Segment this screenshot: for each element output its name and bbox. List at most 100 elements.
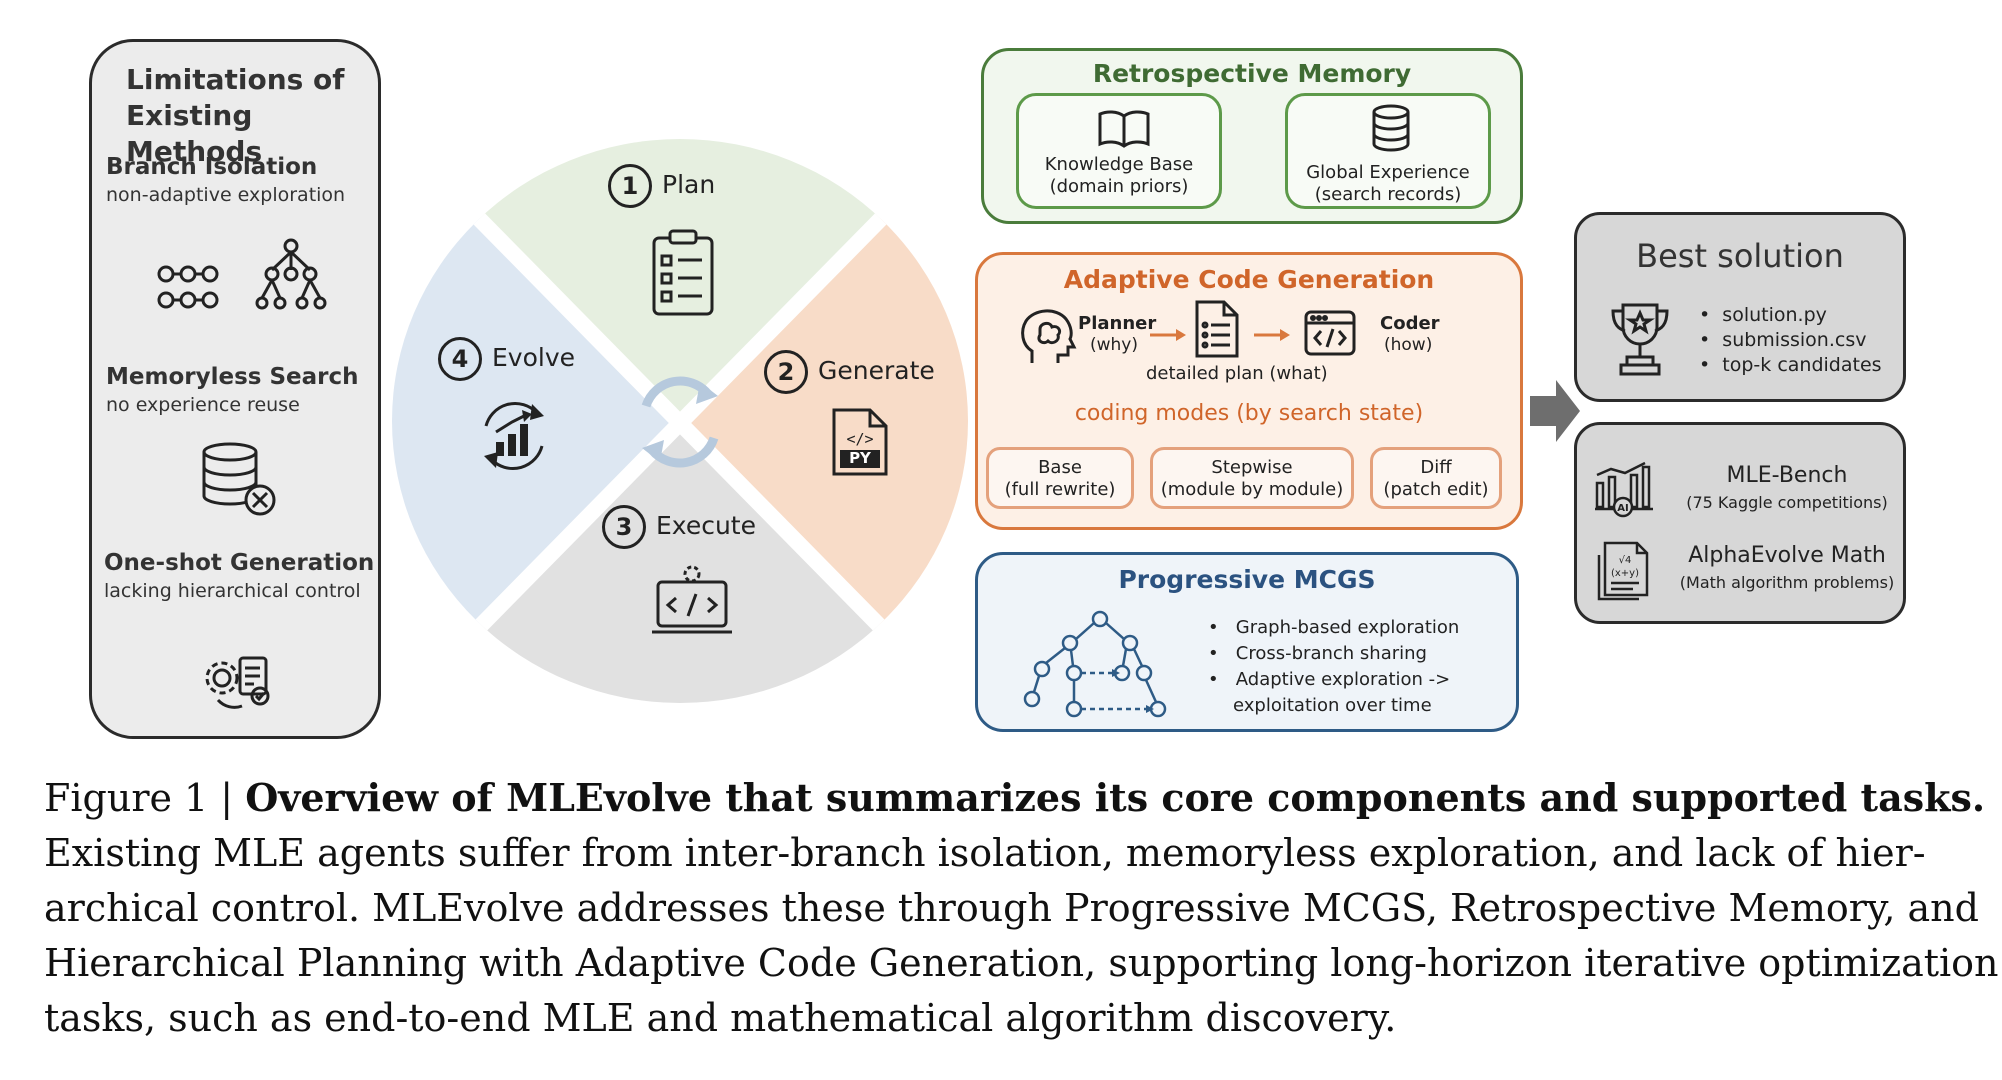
supported-tasks-box: AI MLE-Bench (75 Kaggle competitions) √4… xyxy=(1574,422,1906,624)
mode-diff-desc: (patch edit) xyxy=(1383,479,1489,500)
best-item-solution: • solution.py xyxy=(1699,304,1827,326)
mcgs-title: Progressive MCGS xyxy=(1118,565,1376,594)
mode-stepwise: Stepwise (module by module) xyxy=(1150,447,1354,509)
branch-isolation-sub: non-adaptive exploration xyxy=(106,184,346,206)
acg-title: Adaptive Code Generation xyxy=(1063,265,1435,294)
one-shot-generation-heading: One-shot Generation xyxy=(104,550,375,576)
mcgs-bullet: • Graph-based exploration xyxy=(1208,617,1460,638)
laptop-code-icon xyxy=(652,565,732,634)
limitations-panel: Limitations of Existing Methods Branch I… xyxy=(89,39,381,739)
search-graph-icon xyxy=(1023,610,1167,718)
progressive-mcgs-box: Progressive MCGS • Graph-based explorati… xyxy=(975,552,1519,732)
step-plan-number: 1 xyxy=(608,164,652,208)
step-evolve: 4 Evolve xyxy=(438,337,575,381)
mcgs-bullet: • Adaptive exploration -> xyxy=(1208,669,1451,690)
knowledge-base-label: Knowledge Base xyxy=(1044,154,1194,175)
planner-label: Planner xyxy=(1078,313,1157,334)
trophy-icon xyxy=(1611,303,1669,376)
global-experience-label: Global Experience xyxy=(1306,162,1470,183)
generate-quadrant xyxy=(680,139,968,703)
python-file-icon: </> PY xyxy=(830,406,890,476)
evolve-quadrant xyxy=(392,139,680,703)
py-badge: PY xyxy=(849,449,871,467)
math-glyph-bottom: (x+y) xyxy=(1611,568,1639,579)
step-evolve-label: Evolve xyxy=(492,343,576,372)
limitations-title: Limitations of Existing Methods xyxy=(126,62,378,170)
step-generate-number: 2 xyxy=(764,350,808,394)
linear-chains-icon xyxy=(157,265,219,309)
mode-diff-name: Diff xyxy=(1420,457,1452,478)
mcgs-bullet-cont: exploitation over time xyxy=(1233,695,1432,716)
mode-diff: Diff (patch edit) xyxy=(1370,447,1502,509)
caption-line-4: Hierarchical Planning with Adaptive Code… xyxy=(44,941,1999,985)
step-generate: 2 Generate xyxy=(764,350,935,394)
one-shot-generation-sub: lacking hierarchical control xyxy=(104,580,361,602)
mode-stepwise-desc: (module by module) xyxy=(1160,479,1344,500)
clipboard-checklist-icon xyxy=(652,229,714,316)
memoryless-search-sub: no experience reuse xyxy=(106,394,300,416)
database-blocked-icon xyxy=(202,442,276,516)
best-solution-title: Best solution xyxy=(1636,237,1844,275)
mode-base: Base (full rewrite) xyxy=(986,447,1134,509)
figure-caption: Figure 1 | Overview of MLEvolve that sum… xyxy=(44,770,1999,1046)
open-book-icon xyxy=(1098,110,1150,148)
caption-line-2: Existing MLE agents suffer from inter-br… xyxy=(44,831,1926,875)
step-execute-label: Execute xyxy=(656,511,756,540)
mode-stepwise-name: Stepwise xyxy=(1211,457,1293,478)
caption-line-5: tasks, such as end-to-end MLE and mathem… xyxy=(44,996,1397,1040)
adaptive-code-generation-box: Adaptive Code Generation Planner (why) C… xyxy=(975,252,1523,530)
gear-document-icon xyxy=(205,656,270,709)
execute-quadrant xyxy=(392,421,968,703)
arrow-right-icon xyxy=(1254,329,1290,341)
alphaevolve-math-sub: (Math algorithm problems) xyxy=(1679,573,1895,592)
limitations-title-line2: Existing Methods xyxy=(126,99,263,168)
caption-bold-title: Overview of MLEvolve that summarizes its… xyxy=(245,775,1986,820)
mle-bench-sub: (75 Kaggle competitions) xyxy=(1686,493,1888,512)
limitations-title-line1: Limitations of xyxy=(126,63,345,96)
step-execute: 3 Execute xyxy=(602,505,756,549)
step-generate-label: Generate xyxy=(818,356,935,385)
planner-sub: (why) xyxy=(1090,335,1139,355)
step-execute-number: 3 xyxy=(602,505,646,549)
mcgs-bullets: • Graph-based exploration • Cross-branch… xyxy=(1208,615,1459,719)
knowledge-base-sub: (domain priors) xyxy=(1049,176,1189,197)
code-window-icon xyxy=(1304,310,1356,356)
caption-line-1: Figure 1 | Overview of MLEvolve that sum… xyxy=(44,770,1985,826)
best-solution-list: • solution.py • submission.csv • top-k c… xyxy=(1699,303,1882,378)
brain-head-icon xyxy=(1021,309,1077,363)
global-experience-sub: (search records) xyxy=(1314,184,1462,205)
global-experience-card: Global Experience (search records) xyxy=(1285,93,1491,209)
arrow-to-results-icon xyxy=(1530,380,1580,442)
branch-isolation-heading: Branch Isolation xyxy=(106,154,318,180)
retrospective-memory-box: Retrospective Memory Knowledge Base (dom… xyxy=(981,48,1523,224)
coder-sub: (how) xyxy=(1384,335,1433,355)
step-evolve-number: 4 xyxy=(438,337,482,381)
plan-quadrant xyxy=(392,139,968,421)
ai-badge: AI xyxy=(1617,503,1628,514)
arrow-right-icon xyxy=(1150,329,1186,341)
step-plan-label: Plan xyxy=(662,170,716,199)
memoryless-search-heading: Memoryless Search xyxy=(106,364,359,390)
ai-benchmark-chart-icon: AI xyxy=(1595,461,1653,518)
step-plan: 1 Plan xyxy=(608,164,715,208)
mode-base-desc: (full rewrite) xyxy=(1004,479,1116,500)
mcgs-bullet: • Cross-branch sharing xyxy=(1208,643,1427,664)
retrospective-memory-title: Retrospective Memory xyxy=(1092,59,1412,88)
plan-caption: detailed plan (what) xyxy=(1146,363,1328,384)
knowledge-base-card: Knowledge Base (domain priors) xyxy=(1016,93,1222,209)
math-glyph-top: √4 xyxy=(1619,555,1632,566)
best-solution-box: Best solution • solution.py • submission… xyxy=(1574,212,1906,402)
caption-line-3: archical control. MLEvolve addresses the… xyxy=(44,886,1979,930)
generate-code-glyph: </> xyxy=(846,430,873,448)
coder-label: Coder xyxy=(1380,313,1440,334)
plan-document-icon xyxy=(1195,300,1239,358)
best-item-topk: • top-k candidates xyxy=(1699,354,1882,376)
mle-bench-title: MLE-Bench xyxy=(1726,463,1848,488)
coding-modes-title: coding modes (by search state) xyxy=(1074,401,1424,426)
evolve-growth-icon xyxy=(484,401,544,471)
caption-lead: Figure 1 | xyxy=(44,776,246,820)
cycle-wheel-quadrants xyxy=(390,138,970,704)
mode-base-name: Base xyxy=(1038,457,1082,478)
best-item-submission: • submission.csv xyxy=(1699,329,1867,351)
math-document-icon: √4 (x+y) xyxy=(1597,541,1649,601)
